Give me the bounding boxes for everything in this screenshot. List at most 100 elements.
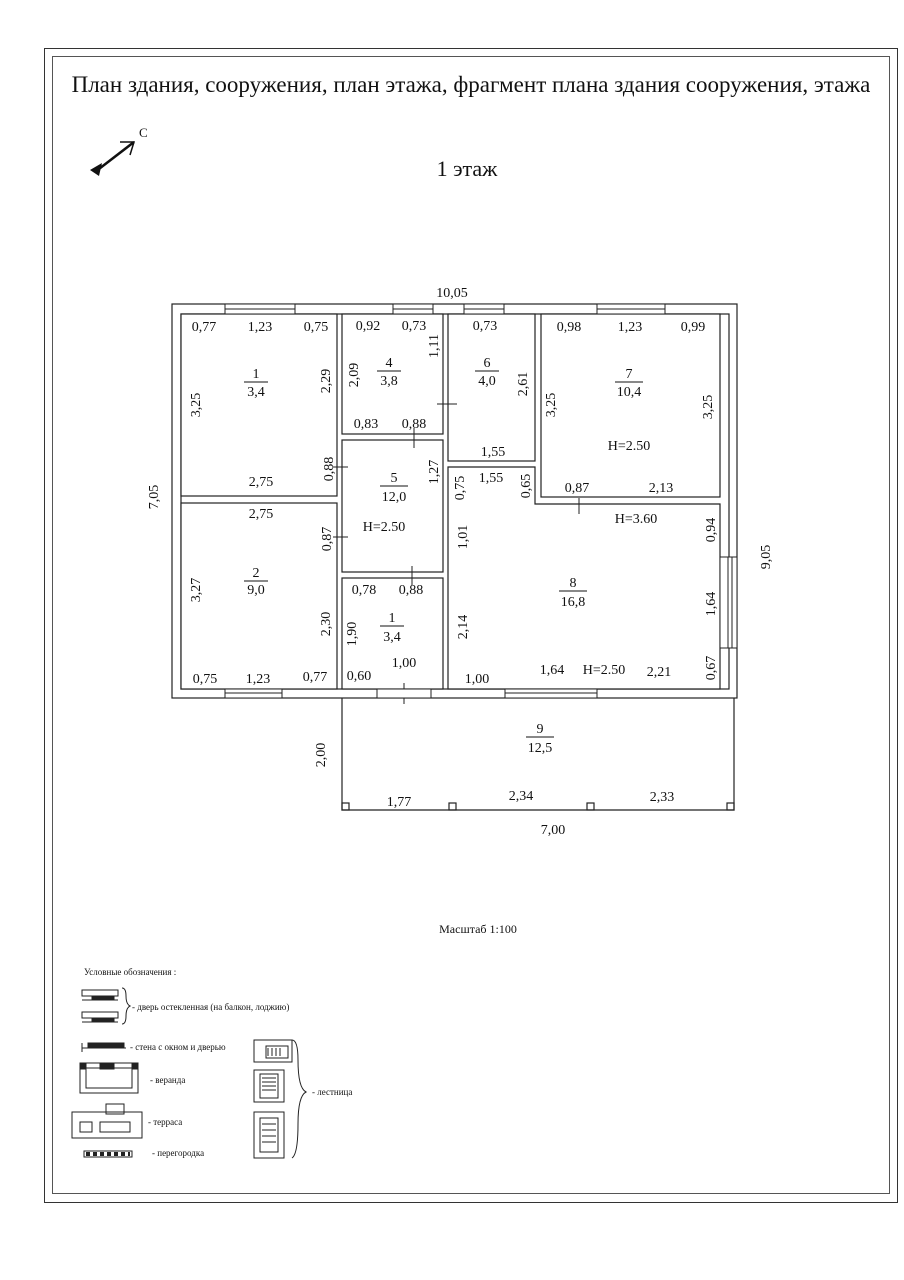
dim-overall-bottom: 7,00 [541, 823, 566, 838]
svg-text:1,90: 1,90 [345, 622, 360, 647]
svg-text:1,77: 1,77 [387, 795, 412, 810]
window-bottom-2 [504, 688, 598, 699]
legend-door-label: - дверь остекленная (на балкон, лоджию) [132, 1002, 289, 1012]
svg-text:0,75: 0,75 [453, 476, 468, 501]
svg-text:7: 7 [626, 367, 633, 382]
svg-text:0,88: 0,88 [399, 583, 424, 598]
svg-text:0,94: 0,94 [704, 518, 719, 543]
north-letter: С [139, 125, 148, 140]
room-outlines [180, 313, 721, 690]
legend-terrace-icon [71, 1103, 143, 1139]
room-7-label: 710,4 [615, 367, 643, 400]
window-top-3 [463, 303, 505, 315]
svg-text:4,0: 4,0 [478, 374, 496, 389]
svg-text:1,64: 1,64 [540, 663, 565, 678]
svg-text:0,73: 0,73 [402, 319, 427, 334]
legend-veranda-label: - веранда [150, 1075, 185, 1085]
svg-text:12,0: 12,0 [382, 490, 407, 505]
room-2-outline [180, 502, 338, 690]
svg-text:1,64: 1,64 [704, 592, 719, 617]
svg-text:0,88: 0,88 [402, 417, 427, 432]
legend-wall-window-icon [81, 1042, 126, 1052]
legend-veranda-icon [79, 1062, 139, 1094]
window-bottom-1 [224, 688, 283, 699]
svg-text:0,88: 0,88 [322, 457, 337, 482]
north-arrow-icon: С [90, 125, 148, 176]
room-6-label: 64,0 [475, 356, 499, 389]
svg-text:1,01: 1,01 [456, 525, 471, 550]
legend-partition-icon [83, 1150, 133, 1158]
svg-text:3,8: 3,8 [380, 374, 398, 389]
svg-text:3,4: 3,4 [247, 385, 265, 400]
legend-heading: Условные обозначения : [84, 967, 176, 977]
legend-stairs-icon [253, 1039, 308, 1159]
svg-text:1,00: 1,00 [392, 656, 417, 671]
floor-label: 1 этаж [436, 156, 498, 181]
height-room-8-upper: H=3.60 [615, 512, 658, 527]
svg-text:0,77: 0,77 [303, 670, 328, 685]
sheet-title: План здания, сооружения, план этажа, фра… [71, 72, 871, 97]
svg-text:2,29: 2,29 [319, 369, 334, 394]
room-3-outline [180, 313, 338, 497]
svg-text:0,73: 0,73 [473, 319, 498, 334]
terrace-outline [341, 698, 735, 811]
height-room-8: H=2.50 [583, 663, 626, 678]
room-8-outline [447, 466, 721, 690]
svg-text:2,13: 2,13 [649, 481, 674, 496]
svg-text:16,8: 16,8 [561, 595, 586, 610]
svg-text:2,00: 2,00 [314, 743, 329, 768]
svg-text:2,61: 2,61 [516, 372, 531, 397]
windows [224, 303, 738, 699]
svg-text:10,4: 10,4 [617, 385, 642, 400]
legend-wall-label: - стена с окном и дверью [130, 1042, 226, 1052]
room-2-label: 29,0 [244, 566, 268, 598]
svg-text:0,83: 0,83 [354, 417, 379, 432]
dim-overall-top: 10,05 [436, 286, 468, 301]
legend: Условные обозначения : - дверь остекленн… [71, 967, 352, 1159]
window-top-4 [596, 303, 666, 315]
svg-text:5: 5 [391, 471, 398, 486]
height-room-5: H=2.50 [363, 520, 406, 535]
svg-text:0,87: 0,87 [565, 481, 590, 496]
svg-text:1,00: 1,00 [465, 672, 490, 687]
svg-text:9,0: 9,0 [247, 583, 265, 598]
svg-text:3,25: 3,25 [189, 393, 204, 418]
svg-text:3,27: 3,27 [189, 578, 204, 603]
room-1-outline [341, 577, 444, 690]
legend-stairs-label: - лестница [312, 1087, 352, 1097]
window-top-1 [224, 303, 296, 315]
svg-text:3,25: 3,25 [544, 393, 559, 418]
room-8-label: 816,8 [559, 576, 587, 610]
svg-text:8: 8 [570, 576, 577, 591]
room-6-outline [447, 313, 536, 462]
svg-text:3,25: 3,25 [701, 395, 716, 420]
room-7-outline [540, 313, 721, 498]
door-marks [333, 403, 580, 704]
svg-text:0,77: 0,77 [192, 320, 217, 335]
svg-text:0,99: 0,99 [681, 320, 706, 335]
dim-overall-left: 7,05 [147, 485, 162, 510]
svg-text:1,55: 1,55 [481, 445, 506, 460]
svg-text:1,23: 1,23 [248, 320, 273, 335]
svg-text:0,75: 0,75 [193, 672, 218, 687]
svg-text:2,75: 2,75 [249, 475, 274, 490]
svg-text:2,33: 2,33 [650, 790, 675, 805]
svg-text:2,30: 2,30 [319, 612, 334, 637]
svg-text:0,60: 0,60 [347, 669, 372, 684]
svg-text:9: 9 [537, 722, 544, 737]
svg-text:4: 4 [386, 356, 393, 371]
room-4-label: 43,8 [377, 356, 401, 389]
svg-text:2,34: 2,34 [509, 789, 534, 804]
svg-text:0,75: 0,75 [304, 320, 329, 335]
svg-text:1,23: 1,23 [618, 320, 643, 335]
svg-text:6: 6 [484, 356, 491, 371]
room-1-label-text: 1 3,4 [380, 611, 404, 645]
svg-text:1,55: 1,55 [479, 471, 504, 486]
svg-text:12,5: 12,5 [528, 741, 553, 756]
legend-terrace-label: - терраса [148, 1117, 182, 1127]
room-5-label: 512,0 [380, 471, 408, 505]
svg-text:0,92: 0,92 [356, 319, 381, 334]
svg-text:1,11: 1,11 [427, 334, 442, 358]
room-dimensions: 0,77 1,23 0,75 2,75 0,92 0,73 0,83 0,88 … [192, 319, 706, 810]
window-right [719, 556, 738, 649]
